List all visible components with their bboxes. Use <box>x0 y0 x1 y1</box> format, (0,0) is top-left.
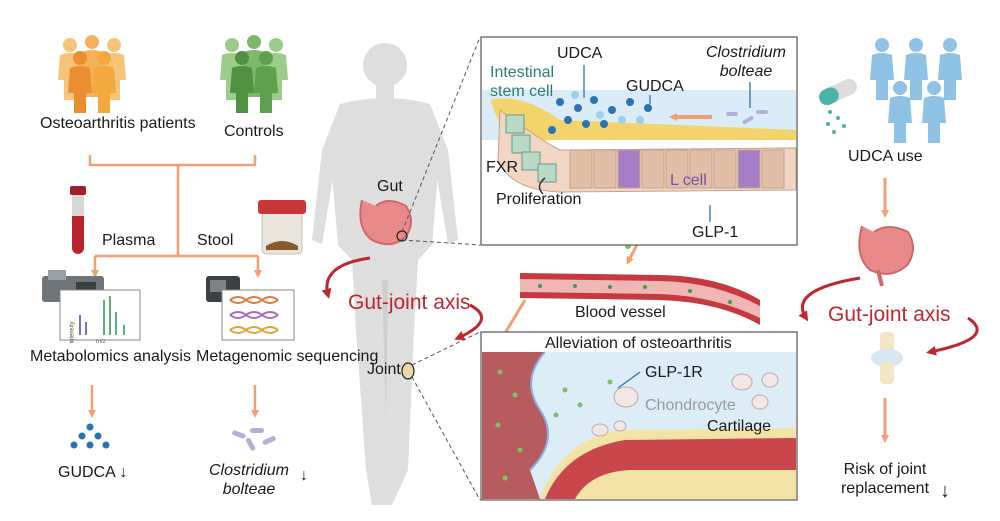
gut-joint-axis-arrows <box>321 256 483 341</box>
human-body-figure <box>312 43 458 505</box>
gut-joint-axis-arrows-right <box>798 276 979 356</box>
gut-label: Gut <box>377 178 403 195</box>
gut-joint-axis-label: Gut-joint axis <box>348 291 471 314</box>
inset-guide-lines <box>401 36 481 501</box>
clostridium-bacteria-icon <box>232 428 276 451</box>
gudca-molecules-icon <box>70 423 110 449</box>
osteoarthritis-patients-icon <box>58 35 126 113</box>
intestine-icon <box>359 199 412 246</box>
cartilage-label: Cartilage <box>707 418 772 435</box>
proliferation-label: Proliferation <box>496 191 582 208</box>
dna-sequence-panel <box>221 289 295 341</box>
blood-vessel <box>520 273 760 325</box>
chart-mz-label: m/z <box>96 339 106 345</box>
mass-spectrum-chart <box>59 289 141 341</box>
joint-label: Joint <box>367 361 401 378</box>
knee-joint-icon <box>871 332 903 384</box>
l-cell-label: L cell <box>670 172 707 189</box>
gut-joint-axis-label-right: Gut-joint axis <box>828 303 951 326</box>
risk-down-arrow: ↓ <box>940 480 950 502</box>
udca-use-label: UDCA use <box>848 148 923 165</box>
glp1r-label: GLP-1R <box>645 364 703 381</box>
controls-label: Controls <box>224 123 284 140</box>
knee-joint-marker <box>401 362 415 380</box>
plasma-tube-icon <box>70 186 86 254</box>
chondrocyte-label: Chondrocyte <box>645 397 736 414</box>
controls-icon <box>220 35 288 113</box>
gudca-result-label: GUDCA ↓ <box>58 464 128 481</box>
fxr-label: FXR <box>486 159 518 176</box>
metabolomics-label: Metabolomics analysis <box>30 348 191 365</box>
stool-label: Stool <box>197 232 234 249</box>
gudca-inset-label: GUDCA <box>626 78 684 95</box>
stem-cell-label: Intestinal stem cell <box>490 64 555 100</box>
stool-jar-icon <box>258 200 306 255</box>
glp1-label: GLP-1 <box>692 224 739 241</box>
udca-users-icon <box>870 38 962 143</box>
gut-inset-panel <box>480 36 798 246</box>
udca-capsule-icon <box>819 78 857 134</box>
blood-vessel-label: Blood vessel <box>575 304 666 321</box>
joint-inset-panel <box>480 331 798 501</box>
clostridium-inset-label: Clostridium bolteae <box>705 44 786 80</box>
intestine-icon-right <box>858 225 914 287</box>
clostridium-result-label: Clostridium bolteae <box>208 462 289 498</box>
cohort-connector-lines <box>88 155 262 418</box>
alleviation-title: Alleviation of osteoarthritis <box>545 335 732 352</box>
risk-label: Risk of joint replacement <box>840 461 930 497</box>
patients-label: Osteoarthritis patients <box>40 115 196 132</box>
metagenomic-label: Metagenomic sequencing <box>196 348 379 365</box>
plasma-label: Plasma <box>102 232 156 249</box>
udca-label: UDCA <box>557 45 603 62</box>
clostridium-down-arrow: ↓ <box>300 467 308 484</box>
chart-intensity-label: Intensity <box>69 321 76 344</box>
